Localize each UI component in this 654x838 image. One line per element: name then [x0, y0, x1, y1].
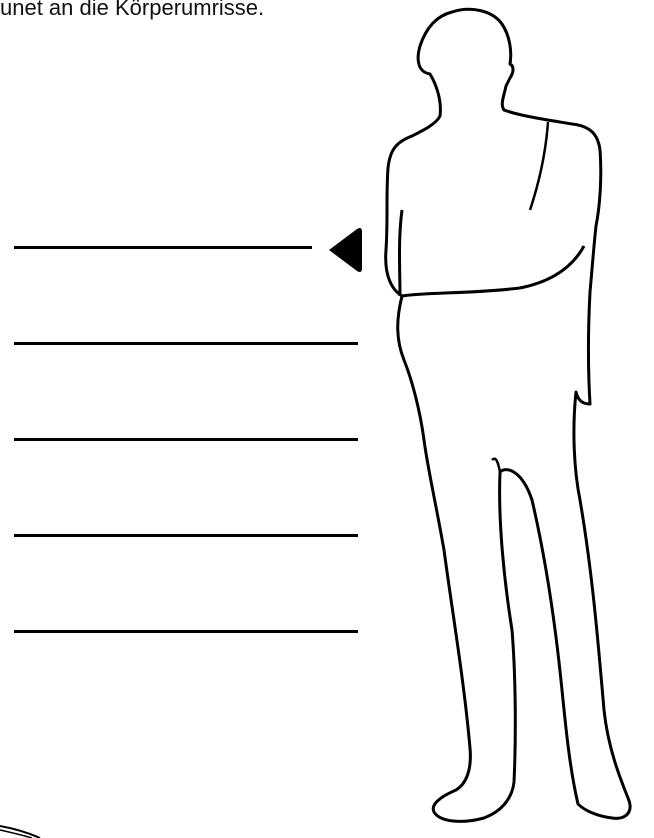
corner-curve-mark — [0, 800, 60, 838]
answer-line-5[interactable] — [14, 630, 358, 633]
instruction-text: unet an die Körperumrisse. — [0, 0, 264, 22]
left-pointer-arrow-icon — [327, 226, 363, 274]
answer-line-2[interactable] — [14, 342, 358, 345]
answer-line-3[interactable] — [14, 438, 358, 441]
answer-line-1[interactable] — [14, 246, 312, 249]
man-standing-silhouette-icon — [380, 0, 654, 838]
answer-line-4[interactable] — [14, 534, 358, 537]
